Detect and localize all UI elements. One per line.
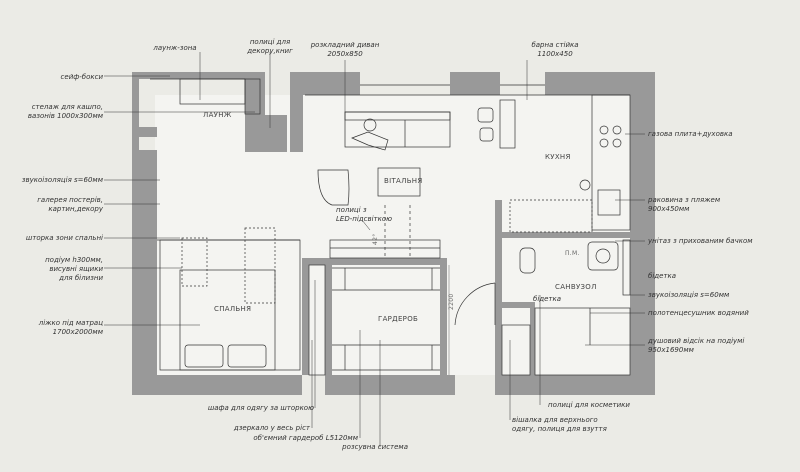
label-closet: шафа для одягу за шторкою — [207, 404, 314, 412]
label-bedroom-curtain: шторка зони спальні — [25, 234, 103, 242]
label-wardrobe: об'ємний гардероб L5120мм — [253, 434, 358, 442]
label-bidet-inner: бідетка — [533, 295, 562, 303]
label-decor-shelves: полиці для декору,книг — [247, 38, 293, 55]
label-mirror: дзеркало у весь ріст — [233, 424, 310, 432]
room-bedroom: СПАЛЬНЯ — [214, 305, 252, 313]
label-shower: душовий відсік на подіумі 950x1690мм — [648, 337, 745, 354]
label-sofa: розкладний диван 2050x850 — [310, 41, 380, 58]
room-living: ВІТАЛЬНЯ — [384, 177, 423, 185]
label-cosmetics-shelves: полиці для косметики — [548, 401, 630, 409]
label-toilet: унітаз з прихованим бачком — [648, 237, 753, 245]
room-lounge: ЛАУНЖ — [203, 111, 232, 119]
label-hanger: вішалка для верхнього одягу, полиця для … — [512, 416, 607, 433]
exterior-walls — [132, 72, 655, 395]
label-podium: подіум h300мм, висувні ящики для білизни — [45, 256, 103, 282]
label-safe-boxes: сейф-бокси — [60, 73, 103, 81]
label-led-shelves: полиці з LED-підсвіткою — [336, 206, 392, 223]
interior-walls — [302, 200, 630, 375]
angle-label: 42° — [372, 233, 379, 245]
washer-label: П.М. — [565, 250, 580, 257]
label-sound-insulation-left: звукоізоляція s=60мм — [21, 176, 103, 184]
label-sound-insulation-right: звукоізоляція s=60мм — [648, 291, 730, 299]
room-kitchen: КУХНЯ — [545, 153, 571, 161]
label-lounge-zone: лаунж-зона — [153, 44, 197, 52]
label-towel-dryer: полотенцесушник водяний — [648, 309, 749, 317]
label-bidet-right: бідетка — [648, 272, 677, 280]
label-gallery: галерея постерів, картин,декору — [37, 196, 103, 213]
label-bed: ліжко під матрац 1700x2000мм — [38, 319, 103, 336]
label-sliding-system: розсувна система — [342, 443, 408, 451]
dimension-2200: 2200 — [448, 293, 455, 310]
label-plant-rack: стелаж для кашпо, вазонів 1000x300мм — [27, 103, 103, 120]
label-bar-counter: барна стійка 1100x450 — [531, 41, 579, 58]
furniture-lines — [150, 78, 631, 376]
room-wardrobe: ГАРДЕРОБ — [378, 315, 419, 323]
room-bathroom: САНВУЗОЛ — [555, 283, 597, 291]
leader-lines — [104, 52, 645, 447]
label-sink: раковина з пляжем 900x450мм — [648, 196, 721, 213]
label-gas-stove: газова плита+духовка — [648, 130, 733, 138]
